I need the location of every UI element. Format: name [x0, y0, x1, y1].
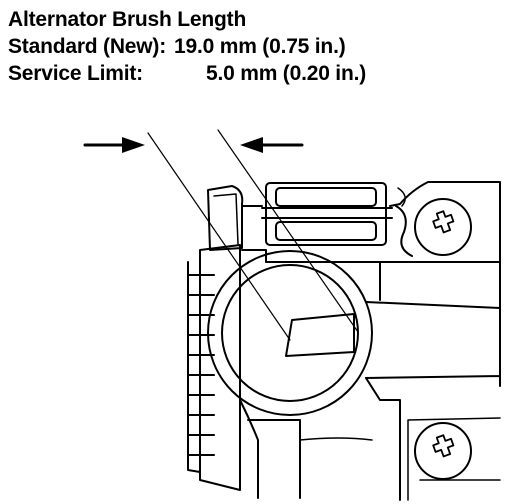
housing-left-fins [187, 244, 241, 491]
housing-lower [239, 377, 401, 501]
spec-service-value: 5.0 mm (0.20 in.) [206, 62, 366, 85]
measurement-arrow-left-icon [240, 137, 304, 153]
housing-body [241, 181, 501, 301]
housing-upper-tab [207, 185, 244, 251]
brush-length-spec: Alternator Brush Length Standard (New): … [8, 6, 508, 87]
spec-standard-label: Standard (New): [8, 35, 167, 58]
brush-holder-connector [261, 182, 393, 246]
phillips-screw-icon [414, 198, 472, 256]
spec-standard-row: Standard (New): 19.0 mm (0.75 in.) [8, 33, 508, 60]
measurement-extension-lines [147, 129, 359, 341]
spec-service-label: Service Limit: [8, 62, 143, 85]
spec-service-row: Service Limit: 5.0 mm (0.20 in.) [8, 60, 508, 87]
housing-right-arm [365, 297, 501, 387]
spec-standard-value: 19.0 mm (0.75 in.) [174, 35, 346, 58]
brush [285, 313, 355, 357]
phillips-screw-icon [414, 422, 472, 480]
spec-title: Alternator Brush Length [8, 8, 247, 31]
measurement-arrow-right-icon [83, 137, 145, 153]
slip-ring-bore [207, 250, 373, 416]
